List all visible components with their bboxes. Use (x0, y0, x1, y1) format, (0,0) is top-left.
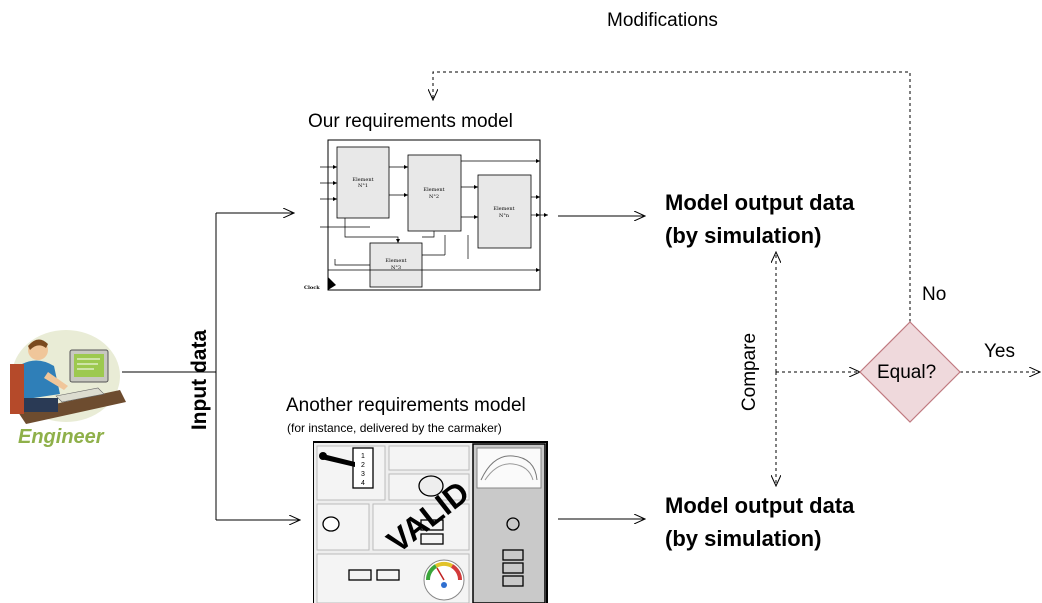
output-top-line2: (by simulation) (665, 223, 822, 248)
output-bottom-line2: (by simulation) (665, 526, 822, 551)
input-data-label: Input data (188, 329, 211, 431)
no-label: No (922, 284, 947, 305)
decision-diamond (859, 321, 961, 423)
element-3-block (369, 242, 423, 288)
element-n-label-b: N°n (499, 213, 510, 219)
gear-number-3: 3 (361, 471, 365, 478)
element-2-label-b: N°2 (429, 194, 439, 200)
output-top-line1: Model output data (665, 190, 855, 215)
element-2-label-a: Element (423, 187, 444, 193)
decision-label: Equal? (877, 362, 937, 383)
output-bottom-line1: Model output data (665, 493, 855, 518)
element-n-block (477, 174, 532, 249)
element-1-block (336, 146, 390, 219)
clock-label: Clock (304, 285, 320, 291)
compare-label: Compare (739, 332, 760, 412)
element-3-label-b: N°3 (391, 265, 401, 271)
gear-number-2: 2 (361, 462, 365, 469)
element-3-label-a: Element (385, 258, 406, 264)
bottom-model-subtitle: (for instance, delivered by the carmaker… (287, 421, 502, 435)
top-model-title: Our requirements model (308, 111, 513, 132)
bottom-model-title: Another requirements model (286, 395, 526, 416)
gear-number-4: 4 (361, 480, 365, 487)
element-n-label-a: Element (493, 206, 514, 212)
top-model-diagram: Element N°1 Element N°2 Element N°n Elem… (304, 139, 548, 291)
bottom-model-panel: 1 2 3 4 VALID (313, 441, 548, 603)
element-1-label-b: N°1 (358, 183, 368, 189)
modifications-label: Modifications (607, 10, 718, 31)
element-2-block (407, 154, 462, 232)
engineer-label: Engineer (18, 426, 104, 448)
engineer-illustration (10, 330, 126, 424)
element-1-label-a: Element (352, 177, 373, 183)
modifications-loop (433, 71, 911, 322)
gear-number-1: 1 (361, 453, 365, 460)
yes-label: Yes (984, 341, 1015, 362)
